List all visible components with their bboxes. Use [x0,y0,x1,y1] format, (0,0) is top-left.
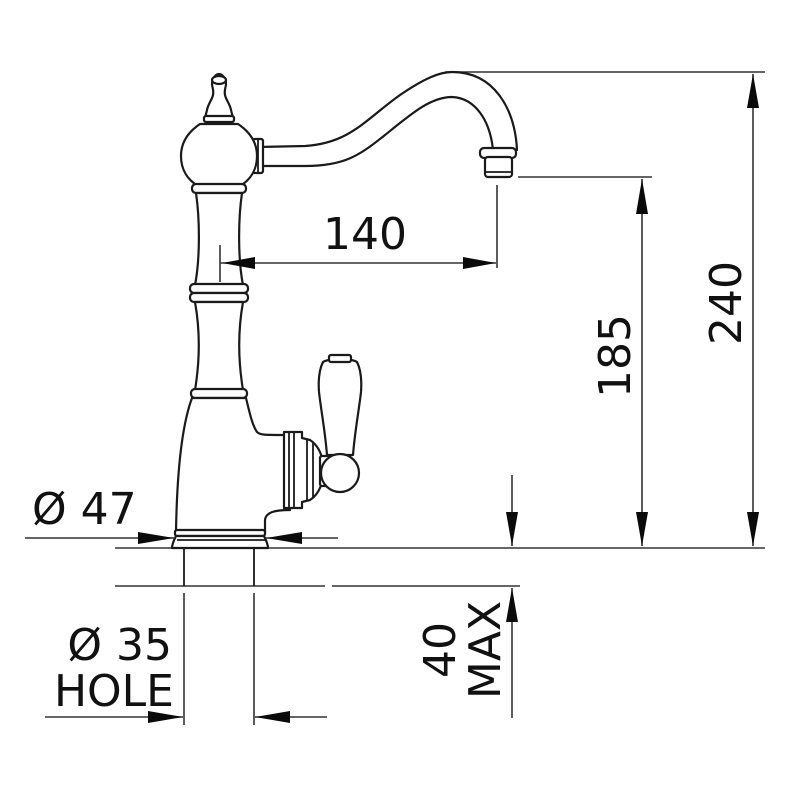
dimension-hole-diameter: Ø 35 HOLE [45,620,327,723]
hole-sublabel: HOLE [54,666,174,717]
lower-ring [189,387,249,400]
lever-handle [317,357,363,457]
reach-value: 140 [323,209,407,260]
lever-ball [319,452,361,494]
spout-aerator [483,155,514,179]
hole-diameter-label: Ø 35 [67,620,172,671]
finial [203,72,235,120]
max-deck-value: 40 [415,622,466,678]
finial-collar [202,114,236,124]
dimension-base-diameter: Ø 47 [25,484,338,544]
lever-tip [327,353,353,364]
middle-ring-bottom [188,291,250,304]
spout [256,70,519,168]
dimension-outlet-height: 185 [590,179,648,546]
middle-ring-top [188,282,250,295]
lower-column [193,300,245,392]
overall-height-value: 240 [701,261,752,345]
outlet-height-value: 185 [590,314,641,398]
body-dome [179,122,259,188]
base-bell [174,396,292,534]
tap-body [170,70,519,550]
upper-ring [190,182,248,195]
dimension-spout-reach: 140 [219,185,498,282]
dimension-max-deck: 40 MAX [415,475,518,718]
base-diameter-label: Ø 47 [32,484,137,535]
max-deck-sublabel: MAX [460,601,511,699]
upper-column [193,191,245,287]
base-flange [170,534,270,550]
dimension-overall-height: 240 [701,74,759,546]
mounting-shank [183,548,255,725]
